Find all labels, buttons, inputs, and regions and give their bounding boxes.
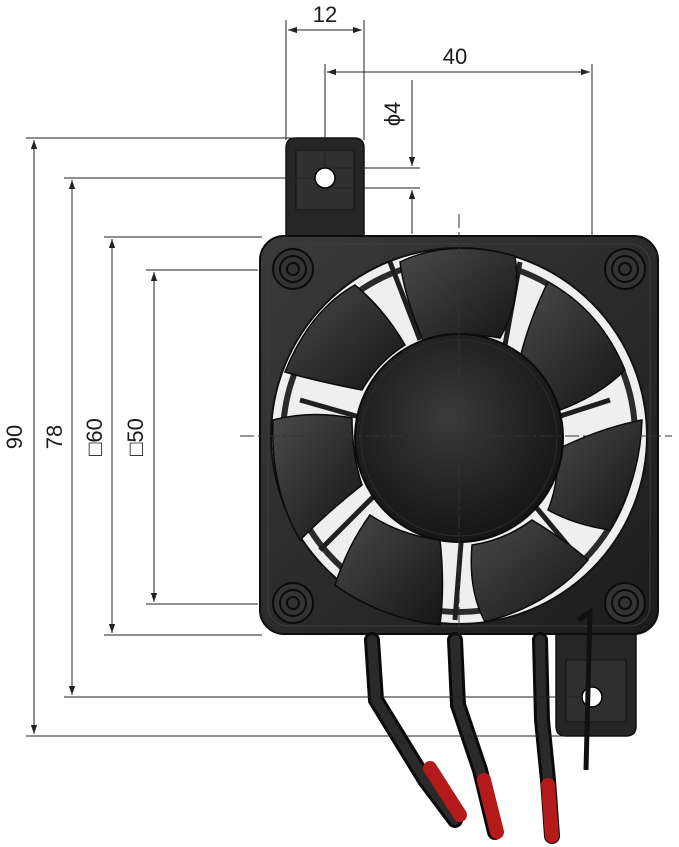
label-hole-spacing: 40 — [443, 44, 467, 69]
wire-left — [364, 632, 467, 828]
dim-inner-size: □50 — [123, 269, 258, 605]
corner-holes — [272, 248, 646, 624]
label-frame-size: □60 — [82, 418, 107, 456]
label-overall-height: 90 — [2, 425, 27, 449]
dimension-annotations: 12 40 ϕ4 90 78 — [2, 2, 593, 737]
fan-blades — [271, 247, 643, 626]
wire-right — [532, 632, 560, 844]
label-bracket-hole-spacing: 78 — [42, 425, 67, 449]
corner-hole-bottom-right — [604, 582, 646, 624]
label-hole-diameter: ϕ4 — [380, 102, 405, 127]
bottom-mounting-bracket — [555, 629, 637, 737]
dim-bracket-hole-spacing: 78 — [42, 177, 582, 698]
center-lines — [240, 214, 672, 650]
bottom-bracket-hole — [581, 686, 603, 708]
dim-frame-size: □60 — [82, 236, 262, 636]
dim-hole-diameter: ϕ4 — [332, 80, 420, 234]
label-bracket-width: 12 — [313, 2, 337, 27]
dim-hole-spacing: 40 — [324, 44, 593, 236]
corner-hole-bottom-left — [272, 582, 314, 624]
dim-overall-height: 90 — [2, 137, 566, 737]
fan-wires — [364, 607, 593, 844]
wire-middle — [447, 632, 504, 840]
dim-bracket-width: 12 — [285, 2, 365, 140]
corner-hole-top-right — [604, 248, 646, 290]
label-inner-size: □50 — [123, 418, 148, 456]
top-mounting-bracket — [285, 137, 365, 237]
corner-hole-top-left — [272, 248, 314, 290]
top-bracket-hole — [314, 167, 336, 189]
